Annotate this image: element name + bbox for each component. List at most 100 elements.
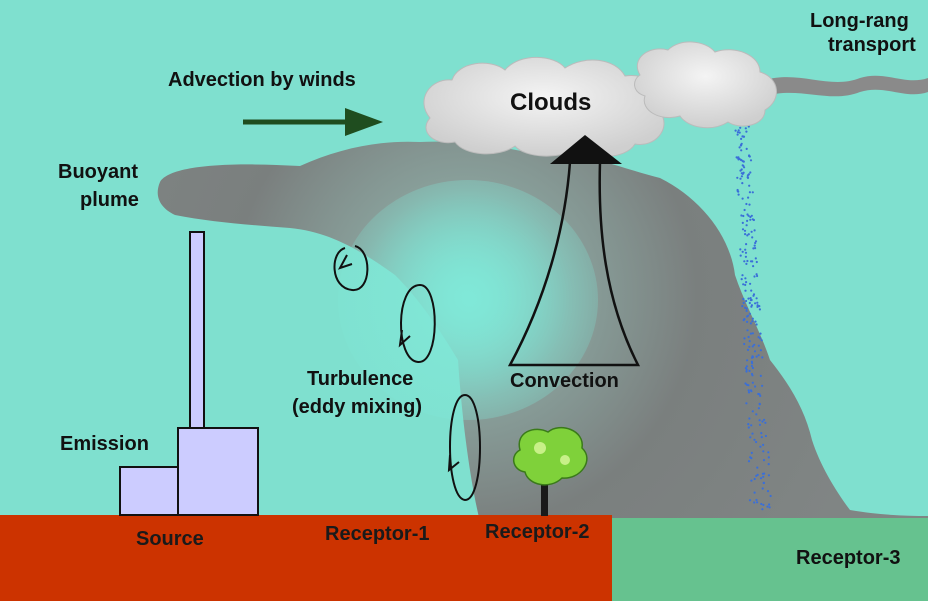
rain-drop: [744, 255, 748, 258]
rain-drop: [760, 502, 763, 506]
rain-drop: [756, 301, 759, 304]
rain-drop: [741, 250, 744, 253]
rain-drop: [747, 460, 751, 463]
convection-funnel: [507, 160, 641, 367]
source-building-small: [119, 466, 179, 516]
rain-drop: [753, 275, 756, 278]
rain-drop: [746, 359, 749, 362]
source-building-large: [177, 427, 259, 516]
rain-drop: [749, 171, 752, 174]
rain-drop: [743, 318, 746, 321]
rain-drop: [755, 498, 758, 502]
rain-drop: [761, 472, 765, 475]
rain-drop: [748, 417, 751, 420]
red-ground: [0, 515, 612, 601]
rain-drop: [737, 129, 740, 132]
rain-drop: [762, 443, 765, 446]
rain-drop: [753, 244, 756, 247]
rain-drop: [744, 367, 748, 370]
green-ground: [612, 518, 928, 601]
rain-drop: [740, 175, 744, 178]
rain-drop: [759, 445, 762, 448]
long-range-transport-label-line1: Long-rang: [810, 10, 909, 32]
rain-drop: [751, 191, 754, 194]
rain-drop: [744, 248, 747, 251]
rain-drop: [751, 410, 754, 413]
rain-drop: [741, 274, 744, 277]
rain-drop: [750, 289, 753, 292]
rain-drop: [751, 320, 754, 323]
receptor-3-label: Receptor-3: [796, 547, 901, 569]
turbulence-label-line2: (eddy mixing): [292, 396, 423, 418]
rain-drop: [745, 224, 748, 227]
rain-drop: [743, 208, 746, 212]
rain-drop: [758, 402, 761, 405]
rain-drop: [744, 289, 747, 292]
rain-drop: [769, 494, 772, 498]
rain-drop: [747, 426, 750, 429]
receptor-1-label: Receptor-1: [325, 523, 430, 545]
rain-drop: [744, 306, 747, 309]
rain-drop: [745, 202, 748, 206]
rain-drop: [748, 191, 752, 194]
rain-drop: [751, 374, 754, 377]
rain-drop: [760, 436, 763, 439]
rain-drop: [747, 389, 750, 392]
rain-drop: [758, 305, 761, 308]
rain-drop: [745, 299, 748, 303]
rain-precipitation: [734, 123, 772, 511]
rain-drop: [742, 301, 745, 304]
rain-drop: [747, 335, 750, 339]
rain-drop: [747, 233, 750, 236]
rain-drop: [745, 402, 748, 405]
rain-drop: [745, 262, 748, 265]
rain-drop: [747, 297, 750, 300]
rain-drop: [762, 459, 766, 462]
rain-drop: [753, 343, 756, 346]
rain-drop: [737, 193, 740, 196]
rain-drop: [747, 314, 750, 317]
rain-drop: [746, 219, 749, 222]
rain-drop: [744, 277, 747, 280]
rain-drop: [739, 177, 742, 180]
rain-drop: [747, 196, 750, 199]
rain-drop: [736, 176, 739, 179]
rain-drop: [756, 466, 759, 469]
rain-drop: [749, 456, 752, 459]
convection-arrow-head: [550, 135, 622, 164]
rain-drop: [750, 451, 753, 454]
rain-drop: [753, 491, 756, 494]
rain-drop: [758, 308, 762, 311]
rain-drop: [745, 370, 748, 373]
rain-drop: [745, 130, 748, 133]
cloud-group: [423, 41, 777, 158]
rain-drop: [749, 282, 752, 285]
rain-drop: [764, 434, 768, 438]
rain-drop: [750, 360, 754, 363]
rain-drop: [742, 160, 745, 163]
secondary-cloud: [634, 41, 777, 129]
eddy-loop-2: [400, 284, 436, 364]
rain-drop: [751, 381, 754, 384]
rain-drop: [751, 356, 755, 359]
rain-drop: [748, 203, 751, 206]
rain-drop: [745, 307, 748, 310]
rain-drop: [745, 281, 748, 284]
eddy-loop-3: [449, 394, 481, 502]
rain-drop: [758, 393, 761, 396]
rain-drop: [754, 302, 757, 305]
rain-drop: [758, 419, 761, 422]
rain-drop: [749, 332, 753, 335]
rain-drop: [742, 164, 745, 167]
advection-label: Advection by winds: [168, 69, 356, 91]
rain-drop: [745, 147, 748, 150]
rain-drop: [746, 348, 750, 351]
long-range-transport-label-line2: transport: [828, 34, 916, 56]
rain-drop: [761, 487, 764, 490]
rain-drop: [746, 174, 750, 177]
rain-drop: [767, 474, 771, 477]
rain-drop: [768, 503, 771, 506]
rain-drop: [766, 490, 770, 493]
rain-drop: [755, 260, 758, 264]
rain-drop: [755, 474, 758, 477]
